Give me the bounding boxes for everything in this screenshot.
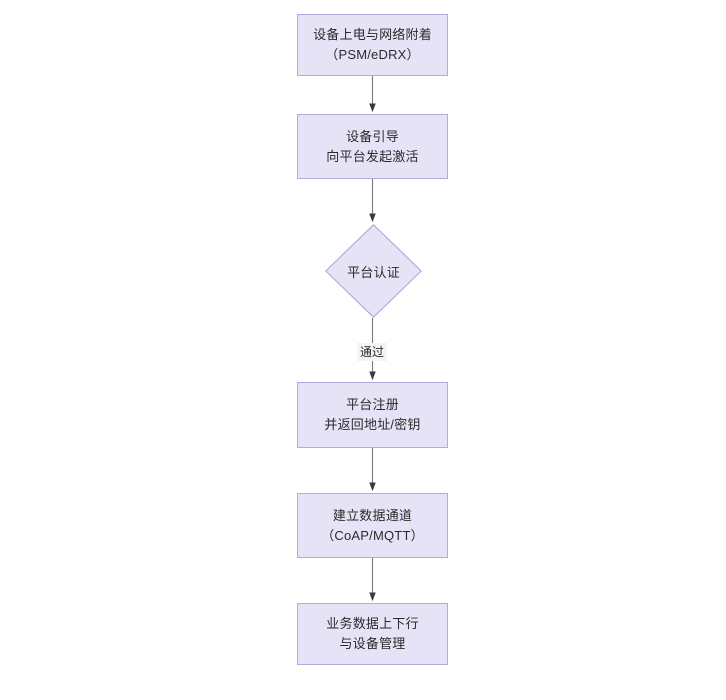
edge-label-pass: 通过 — [357, 343, 388, 361]
flow-node-platform-registration[interactable]: 平台注册 并返回地址/密钥 — [297, 382, 448, 448]
diamond-shape — [325, 224, 422, 318]
flow-node-device-power-on[interactable]: 设备上电与网络附着 （PSM/eDRX） — [297, 14, 448, 76]
flow-node-device-bootstrap[interactable]: 设备引导 向平台发起激活 — [297, 114, 448, 179]
flow-node-line: 向平台发起激活 — [326, 148, 419, 164]
flow-node-platform-authentication[interactable]: 平台认证 — [325, 224, 422, 318]
flow-node-line: 设备上电与网络附着 — [313, 27, 432, 42]
flow-node-line: （CoAP/MQTT） — [321, 527, 424, 543]
flow-node-line: 设备引导 — [346, 128, 399, 144]
decision-label: 平台认证 — [347, 264, 400, 280]
flow-node-line: 业务数据上下行 — [326, 616, 419, 631]
flow-node-business-data-and-device-management[interactable]: 业务数据上下行 与设备管理 — [297, 603, 448, 665]
flow-node-establish-data-channel[interactable]: 建立数据通道 （CoAP/MQTT） — [297, 493, 448, 558]
flow-node-line: 并返回地址/密钥 — [324, 417, 421, 432]
flow-node-line: 与设备管理 — [339, 636, 406, 651]
flow-node-line: 建立数据通道 — [332, 507, 413, 523]
flow-node-line: （PSM/eDRX） — [325, 47, 420, 62]
flow-node-line: 平台注册 — [346, 397, 399, 412]
